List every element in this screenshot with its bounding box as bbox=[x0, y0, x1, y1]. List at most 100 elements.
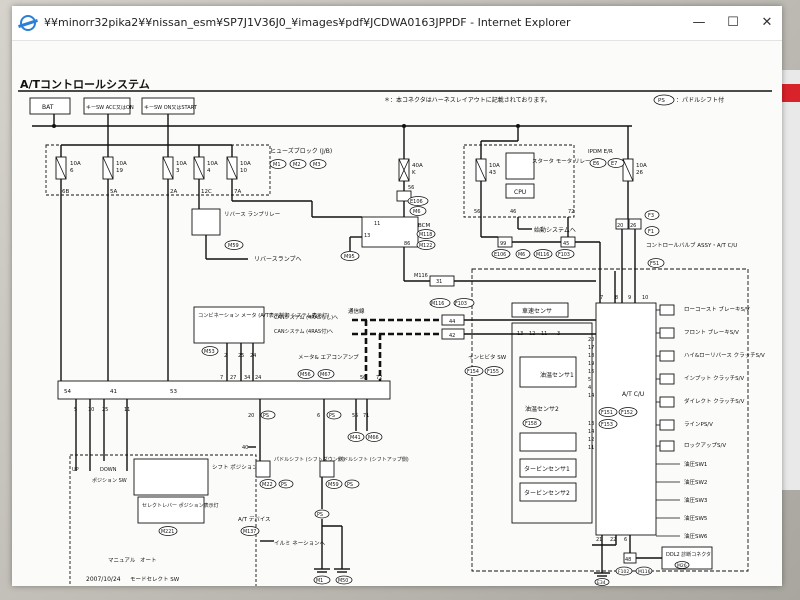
ps-pin: 20 bbox=[248, 413, 254, 419]
can-system-l: CANシステム (4RAS付)へ bbox=[274, 328, 333, 335]
e106-conn: E106 bbox=[410, 199, 423, 205]
pin-55: 55 bbox=[352, 413, 358, 419]
fuse-no: 10 bbox=[240, 168, 247, 174]
select-lever-label: セレクトレバー ポジション表示灯 bbox=[142, 502, 219, 509]
fuse-block-label: ヒューズブロック (J/B) bbox=[270, 147, 332, 155]
ground-conn: M1 bbox=[316, 578, 323, 584]
paddle-up-conn: M59 bbox=[328, 482, 339, 488]
solenoid-label: ラインPS/V bbox=[684, 421, 713, 428]
wiring-diagram: .w{stroke:#111;stroke-width:1.4;fill:non… bbox=[18, 78, 772, 586]
pin: 12 bbox=[588, 437, 594, 443]
solenoid-label: ロックアップS/V bbox=[684, 442, 726, 449]
bcm-ground-conn: M95 bbox=[344, 254, 355, 260]
turbine-sensor1: タービンセンサ1 bbox=[524, 465, 570, 473]
ipdm-label: IPDM E/R bbox=[588, 149, 613, 155]
fuse-no: 19 bbox=[116, 168, 123, 174]
inhibitor-conn: F155 bbox=[487, 369, 499, 375]
pin: 13 bbox=[588, 421, 594, 427]
fuse-no: K bbox=[412, 170, 416, 176]
close-button[interactable]: ✕ bbox=[761, 15, 773, 30]
e106-pin: 56 bbox=[408, 185, 414, 191]
pin: 11 bbox=[588, 445, 594, 451]
up-label: UP bbox=[72, 467, 79, 473]
aircon-pin: 56 bbox=[360, 375, 366, 381]
combi-pin: 27 bbox=[230, 375, 236, 381]
bcm-conn: M122 bbox=[419, 243, 432, 249]
solenoid-label: フロント ブレーキS/V bbox=[684, 328, 739, 336]
bus-pin: 41 bbox=[110, 389, 117, 395]
solenoid-label: ハイ&ローリバース クラッチS/V bbox=[684, 352, 765, 359]
ps-pin: 6 bbox=[317, 413, 320, 419]
ipdm-conn: E7 bbox=[611, 161, 617, 167]
cpu-label: CPU bbox=[514, 189, 526, 196]
ipdm-pin: 56 bbox=[474, 209, 480, 215]
pdf-viewport[interactable]: .w{stroke:#111;stroke-width:1.4;fill:non… bbox=[12, 41, 782, 586]
reverse-relay-conn: M59 bbox=[228, 243, 239, 249]
lower-conn: E106 bbox=[494, 252, 506, 258]
switch-label: 油圧SW6 bbox=[684, 532, 708, 540]
maximize-button[interactable]: ☐ bbox=[727, 15, 739, 30]
conn-f103: F103 bbox=[455, 301, 467, 307]
shift-position-sw: シフト ポジション SW bbox=[212, 464, 269, 471]
right-pin-column: 20 17 18 19 16 5 4 14 13 14 12 11 bbox=[588, 337, 594, 451]
conn-pin: 45 bbox=[563, 241, 569, 247]
at-cu-conn: F153 bbox=[601, 422, 613, 428]
inhibitor-conn: F154 bbox=[467, 369, 479, 375]
at-cu-conn: F152 bbox=[621, 410, 633, 416]
fuse-pin: 7A bbox=[234, 189, 241, 195]
cv-pin: 10 bbox=[642, 295, 648, 301]
browser-window: ¥¥minorr32pika2¥¥nissan_esm¥SP7J1V36J0_¥… bbox=[12, 6, 782, 586]
ground-conn: M50 bbox=[338, 578, 348, 584]
switch-label: 油圧SW5 bbox=[684, 514, 708, 522]
conn-pin: 99 bbox=[500, 241, 506, 247]
aircon-pin: 72 bbox=[376, 375, 382, 381]
fuse-amp: 10A bbox=[636, 163, 647, 169]
bat-box: BAT bbox=[42, 104, 54, 111]
pin-71: 71 bbox=[363, 413, 369, 419]
temp-sensor2-conn: F158 bbox=[525, 421, 537, 427]
at-device-label: A/T デバイス bbox=[238, 515, 271, 523]
conn-m116: M116 bbox=[431, 301, 444, 307]
lower-conn: M116 bbox=[536, 252, 549, 258]
fuse-conn-m1: M1 bbox=[273, 162, 281, 168]
ps-mark-small: PS bbox=[263, 413, 269, 419]
bcm-pin: 13 bbox=[364, 233, 370, 239]
ipdm-pin: 46 bbox=[510, 209, 516, 215]
minimize-button[interactable]: — bbox=[692, 15, 706, 30]
pin-48: 48 bbox=[625, 557, 631, 563]
window-title: ¥¥minorr32pika2¥¥nissan_esm¥SP7J1V36J0_¥… bbox=[44, 16, 571, 29]
starter-relay-label: スタータ モータ リレー bbox=[532, 157, 591, 165]
connector-note: ＊：本コネクタはハーネスレイアウトに記載されております。 bbox=[384, 96, 551, 104]
conn-label: M116 bbox=[414, 273, 428, 279]
diag-connector-label: DDL2 診断コネクタ bbox=[666, 551, 711, 558]
fuse-amp: 10A bbox=[489, 163, 500, 169]
solenoid-list: ローコースト ブレーキS/V フロント ブレーキS/V ハイ&ローリバース クラ… bbox=[659, 304, 765, 452]
combi-pin: 7 bbox=[220, 375, 223, 381]
fuse-pin: 2A bbox=[170, 189, 177, 195]
vehicle-speed-sensor: 車速センサ bbox=[522, 307, 552, 315]
to-reverse-lamp: リバースランプへ bbox=[254, 256, 302, 263]
ipdm-conn: E6 bbox=[593, 161, 599, 167]
bcm-label: BCM bbox=[418, 223, 431, 229]
ground-conn: M41 bbox=[350, 435, 361, 441]
temp-sensor2: 油温センサ2 bbox=[525, 405, 559, 413]
f1-conn: F1 bbox=[648, 229, 654, 235]
bottom-pin: 6 bbox=[624, 537, 627, 543]
bcm-pin: 86 bbox=[404, 241, 410, 247]
bottom-conn: F102 bbox=[618, 569, 629, 575]
title-bar[interactable]: ¥¥minorr32pika2¥¥nissan_esm¥SP7J1V36J0_¥… bbox=[12, 6, 782, 41]
solenoid-label: インプット クラッチS/V bbox=[684, 375, 744, 382]
combi-pin: 24 bbox=[255, 375, 261, 381]
meter-aircon-amp: メータ& エアコンアンプ bbox=[298, 353, 359, 361]
solenoid-label: ローコースト ブレーキS/V bbox=[684, 305, 750, 313]
temp-sensor1: 油温センサ1 bbox=[540, 371, 574, 379]
paddle-down-conn: M22 bbox=[262, 482, 273, 488]
to-starter: 始動システムへ bbox=[534, 226, 576, 234]
fuse-amp: 10A bbox=[240, 161, 251, 167]
at-cu-label: A/T C/U bbox=[622, 391, 644, 398]
ps-mark-small: PS bbox=[347, 482, 353, 488]
switch-label: 油圧SW3 bbox=[684, 496, 708, 504]
ps-note: ：パドルシフト付 bbox=[676, 96, 724, 104]
manual-label: マニュアル bbox=[108, 557, 136, 564]
